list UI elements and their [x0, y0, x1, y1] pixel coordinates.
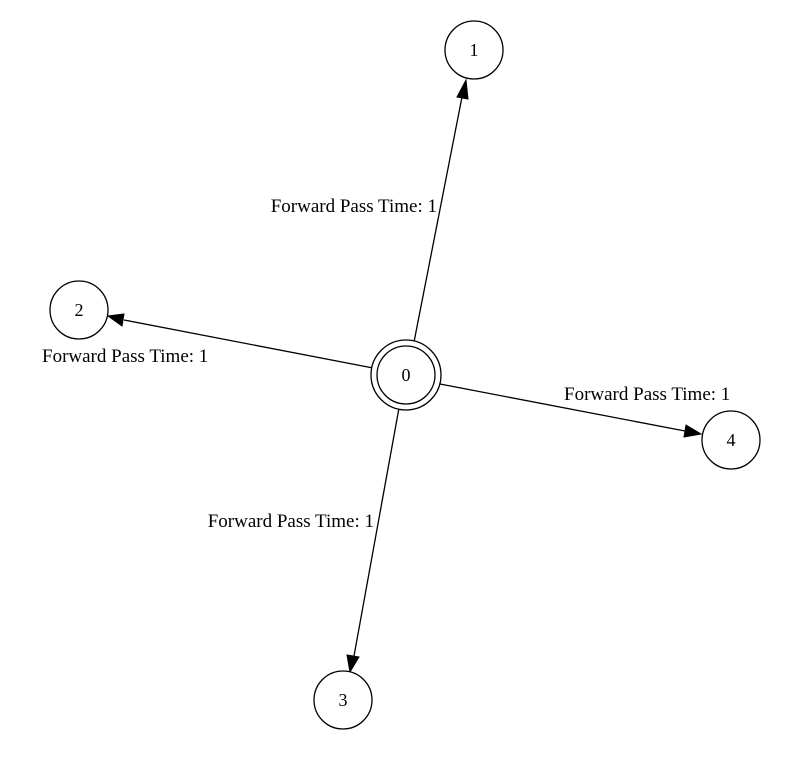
- edge-0-3: Forward Pass Time: 1: [208, 407, 400, 674]
- edge-label-0-2: Forward Pass Time: 1: [42, 346, 208, 367]
- node-2-label: 2: [75, 300, 84, 320]
- edge-0-1: Forward Pass Time: 1: [271, 78, 469, 343]
- edge-line: [353, 407, 400, 657]
- node-2: 2: [49, 280, 109, 340]
- node-0: 0: [370, 339, 442, 411]
- node-3-circle: [313, 670, 373, 730]
- node-0-label: 0: [402, 365, 411, 385]
- node-4-label: 4: [727, 430, 736, 450]
- edge-line: [439, 383, 686, 432]
- edge-0-4: Forward Pass Time: 1: [439, 383, 730, 438]
- node-3-label: 3: [339, 690, 348, 710]
- edge-0-2: Forward Pass Time: 1: [42, 313, 374, 369]
- node-0-inner-ring: [376, 345, 436, 405]
- edge-label-0-3: Forward Pass Time: 1: [208, 511, 374, 532]
- node-1-label: 1: [470, 40, 479, 60]
- node-1: 1: [444, 20, 504, 80]
- edge-label-0-4: Forward Pass Time: 1: [564, 384, 730, 405]
- arrowhead: [683, 424, 703, 438]
- node-4-circle: [701, 410, 761, 470]
- edge-line: [123, 319, 374, 369]
- arrowhead: [456, 78, 469, 100]
- node-4: 4: [701, 410, 761, 470]
- arrowhead: [346, 654, 360, 674]
- edge-label-0-1: Forward Pass Time: 1: [271, 196, 437, 217]
- edge-line: [413, 96, 463, 343]
- node-2-circle: [49, 280, 109, 340]
- node-1-circle: [444, 20, 504, 80]
- arrowhead: [106, 313, 125, 327]
- node-3: 3: [313, 670, 373, 730]
